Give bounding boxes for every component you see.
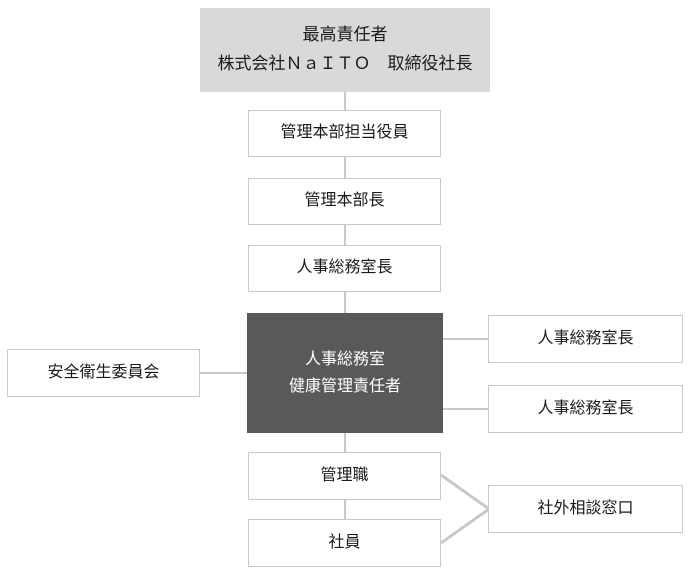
connector-employees-to-external — [440, 507, 490, 545]
hr-general-affairs-head-label: 人事総務室長 — [296, 259, 393, 277]
connector-hr-office-head-2 — [443, 408, 488, 410]
node-admin-hq-officer: 管理本部担当役員 — [248, 110, 441, 157]
hr-office-head-right-1-label: 人事総務室長 — [537, 329, 634, 347]
node-health-manager: 人事総務室 健康管理責任者 — [247, 313, 443, 433]
connector-officer-to-hq-head — [344, 157, 346, 178]
connector-hq-head-to-hr-head — [344, 225, 346, 245]
node-admin-hq-head: 管理本部長 — [248, 178, 441, 225]
health-manager-line2: 健康管理責任者 — [288, 378, 401, 395]
node-top-executive: 最高責任者 株式会社ＮａＩＴＯ 取締役社長 — [200, 8, 490, 92]
safety-committee-label: 安全衛生委員会 — [47, 363, 160, 381]
management-staff-label: 管理職 — [320, 466, 369, 484]
connector-top-to-officer — [344, 92, 346, 110]
connector-management-to-external — [440, 473, 490, 511]
node-employees: 社員 — [248, 519, 441, 567]
node-safety-committee: 安全衛生委員会 — [7, 349, 200, 397]
node-management-staff: 管理職 — [248, 452, 441, 500]
health-manager-line1: 人事総務室 — [304, 350, 385, 368]
external-consultation-desk-label: 社外相談窓口 — [537, 499, 634, 517]
connector-hr-head-to-health-manager — [344, 292, 346, 313]
node-hr-office-head-right-2: 人事総務室長 — [488, 385, 683, 433]
admin-hq-officer-label: 管理本部担当役員 — [280, 124, 409, 142]
node-hr-office-head-right-1: 人事総務室長 — [488, 315, 683, 363]
admin-hq-head-label: 管理本部長 — [304, 192, 385, 210]
employees-label: 社員 — [328, 533, 361, 551]
top-executive-name: 株式会社ＮａＩＴＯ 取締役社長 — [217, 54, 473, 73]
connector-safety-committee — [200, 372, 247, 374]
connector-hr-office-head-1 — [443, 338, 488, 340]
hr-office-head-right-2-label: 人事総務室長 — [537, 399, 634, 417]
node-external-consultation-desk: 社外相談窓口 — [488, 485, 683, 533]
top-executive-title: 最高責任者 — [302, 25, 388, 45]
connector-management-to-employees — [344, 500, 346, 519]
connector-health-manager-to-management — [344, 433, 346, 452]
node-hr-general-affairs-head: 人事総務室長 — [248, 245, 441, 292]
